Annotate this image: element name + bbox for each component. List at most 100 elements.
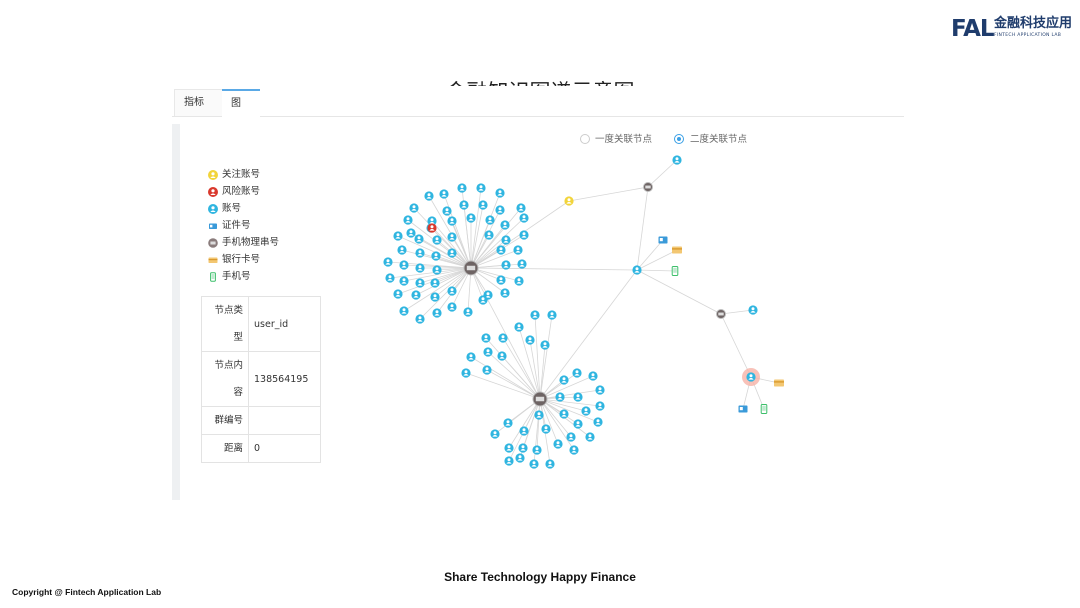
- account-node[interactable]: [501, 235, 511, 245]
- account-node[interactable]: [517, 259, 527, 269]
- account-node[interactable]: [399, 306, 409, 316]
- account-node[interactable]: [415, 263, 425, 273]
- account-node[interactable]: [432, 235, 442, 245]
- account-node[interactable]: [632, 265, 642, 275]
- account-node[interactable]: [447, 286, 457, 296]
- account-node[interactable]: [515, 453, 525, 463]
- account-node[interactable]: [490, 429, 500, 439]
- account-node[interactable]: [540, 340, 550, 350]
- account-node[interactable]: [447, 302, 457, 312]
- account-node[interactable]: [748, 305, 758, 315]
- account-node[interactable]: [595, 401, 605, 411]
- account-node[interactable]: [497, 351, 507, 361]
- account-node[interactable]: [559, 375, 569, 385]
- account-node[interactable]: [672, 155, 682, 165]
- account-node[interactable]: [393, 289, 403, 299]
- account-node[interactable]: [411, 290, 421, 300]
- account-node[interactable]: [399, 260, 409, 270]
- radio-first-degree[interactable]: [580, 134, 590, 144]
- account-node[interactable]: [514, 322, 524, 332]
- account-node[interactable]: [495, 188, 505, 198]
- account-node[interactable]: [547, 310, 557, 320]
- account-node[interactable]: [530, 310, 540, 320]
- account-node[interactable]: [496, 275, 506, 285]
- device-node[interactable]: [463, 260, 479, 276]
- account-node[interactable]: [595, 385, 605, 395]
- account-node[interactable]: [424, 191, 434, 201]
- id-card-node[interactable]: [658, 236, 668, 244]
- account-node[interactable]: [478, 295, 488, 305]
- account-node[interactable]: [415, 278, 425, 288]
- account-node[interactable]: [430, 292, 440, 302]
- account-node[interactable]: [385, 273, 395, 283]
- phone-node[interactable]: [760, 404, 768, 414]
- account-node[interactable]: [573, 392, 583, 402]
- account-node[interactable]: [585, 432, 595, 442]
- account-node[interactable]: [431, 251, 441, 261]
- account-node[interactable]: [532, 445, 542, 455]
- selected-account-node[interactable]: [746, 372, 756, 382]
- account-node[interactable]: [559, 409, 569, 419]
- account-node[interactable]: [447, 232, 457, 242]
- account-node[interactable]: [500, 220, 510, 230]
- account-node[interactable]: [478, 200, 488, 210]
- account-node[interactable]: [406, 228, 416, 238]
- account-node[interactable]: [519, 213, 529, 223]
- account-node[interactable]: [573, 419, 583, 429]
- account-node[interactable]: [503, 418, 513, 428]
- account-node[interactable]: [432, 308, 442, 318]
- account-node[interactable]: [485, 215, 495, 225]
- account-node[interactable]: [399, 276, 409, 286]
- watch-account-node[interactable]: [564, 196, 574, 206]
- account-node[interactable]: [383, 257, 393, 267]
- device-node[interactable]: [643, 182, 653, 192]
- account-node[interactable]: [414, 234, 424, 244]
- tab-metrics[interactable]: 指标: [174, 89, 224, 116]
- account-node[interactable]: [541, 424, 551, 434]
- account-node[interactable]: [518, 443, 528, 453]
- account-node[interactable]: [501, 260, 511, 270]
- account-node[interactable]: [397, 245, 407, 255]
- account-node[interactable]: [588, 371, 598, 381]
- bank-card-node[interactable]: [774, 379, 784, 387]
- account-node[interactable]: [516, 203, 526, 213]
- account-node[interactable]: [513, 245, 523, 255]
- account-node[interactable]: [500, 288, 510, 298]
- radio-second-degree-label[interactable]: 二度关联节点: [690, 134, 748, 145]
- account-node[interactable]: [553, 439, 563, 449]
- account-node[interactable]: [403, 215, 413, 225]
- device-node[interactable]: [716, 309, 726, 319]
- account-node[interactable]: [498, 333, 508, 343]
- account-node[interactable]: [439, 189, 449, 199]
- account-node[interactable]: [519, 426, 529, 436]
- account-node[interactable]: [504, 443, 514, 453]
- phone-node[interactable]: [671, 266, 679, 276]
- account-node[interactable]: [430, 278, 440, 288]
- account-node[interactable]: [504, 456, 514, 466]
- account-node[interactable]: [545, 459, 555, 469]
- account-node[interactable]: [581, 406, 591, 416]
- account-node[interactable]: [415, 314, 425, 324]
- account-node[interactable]: [572, 368, 582, 378]
- account-node[interactable]: [415, 248, 425, 258]
- account-node[interactable]: [466, 352, 476, 362]
- risk-account-node[interactable]: [427, 223, 437, 233]
- account-node[interactable]: [427, 216, 437, 226]
- account-node[interactable]: [529, 459, 539, 469]
- account-node[interactable]: [447, 248, 457, 258]
- account-node[interactable]: [393, 231, 403, 241]
- account-node[interactable]: [481, 333, 491, 343]
- account-node[interactable]: [555, 392, 565, 402]
- account-node[interactable]: [483, 347, 493, 357]
- bank-card-node[interactable]: [672, 246, 682, 254]
- account-node[interactable]: [442, 206, 452, 216]
- account-node[interactable]: [525, 335, 535, 345]
- id-card-node[interactable]: [738, 405, 748, 413]
- account-node[interactable]: [482, 365, 492, 375]
- account-node[interactable]: [447, 216, 457, 226]
- account-node[interactable]: [496, 245, 506, 255]
- tab-graph[interactable]: 图: [222, 89, 260, 117]
- account-node[interactable]: [495, 205, 505, 215]
- radio-first-degree-label[interactable]: 一度关联节点: [595, 134, 653, 145]
